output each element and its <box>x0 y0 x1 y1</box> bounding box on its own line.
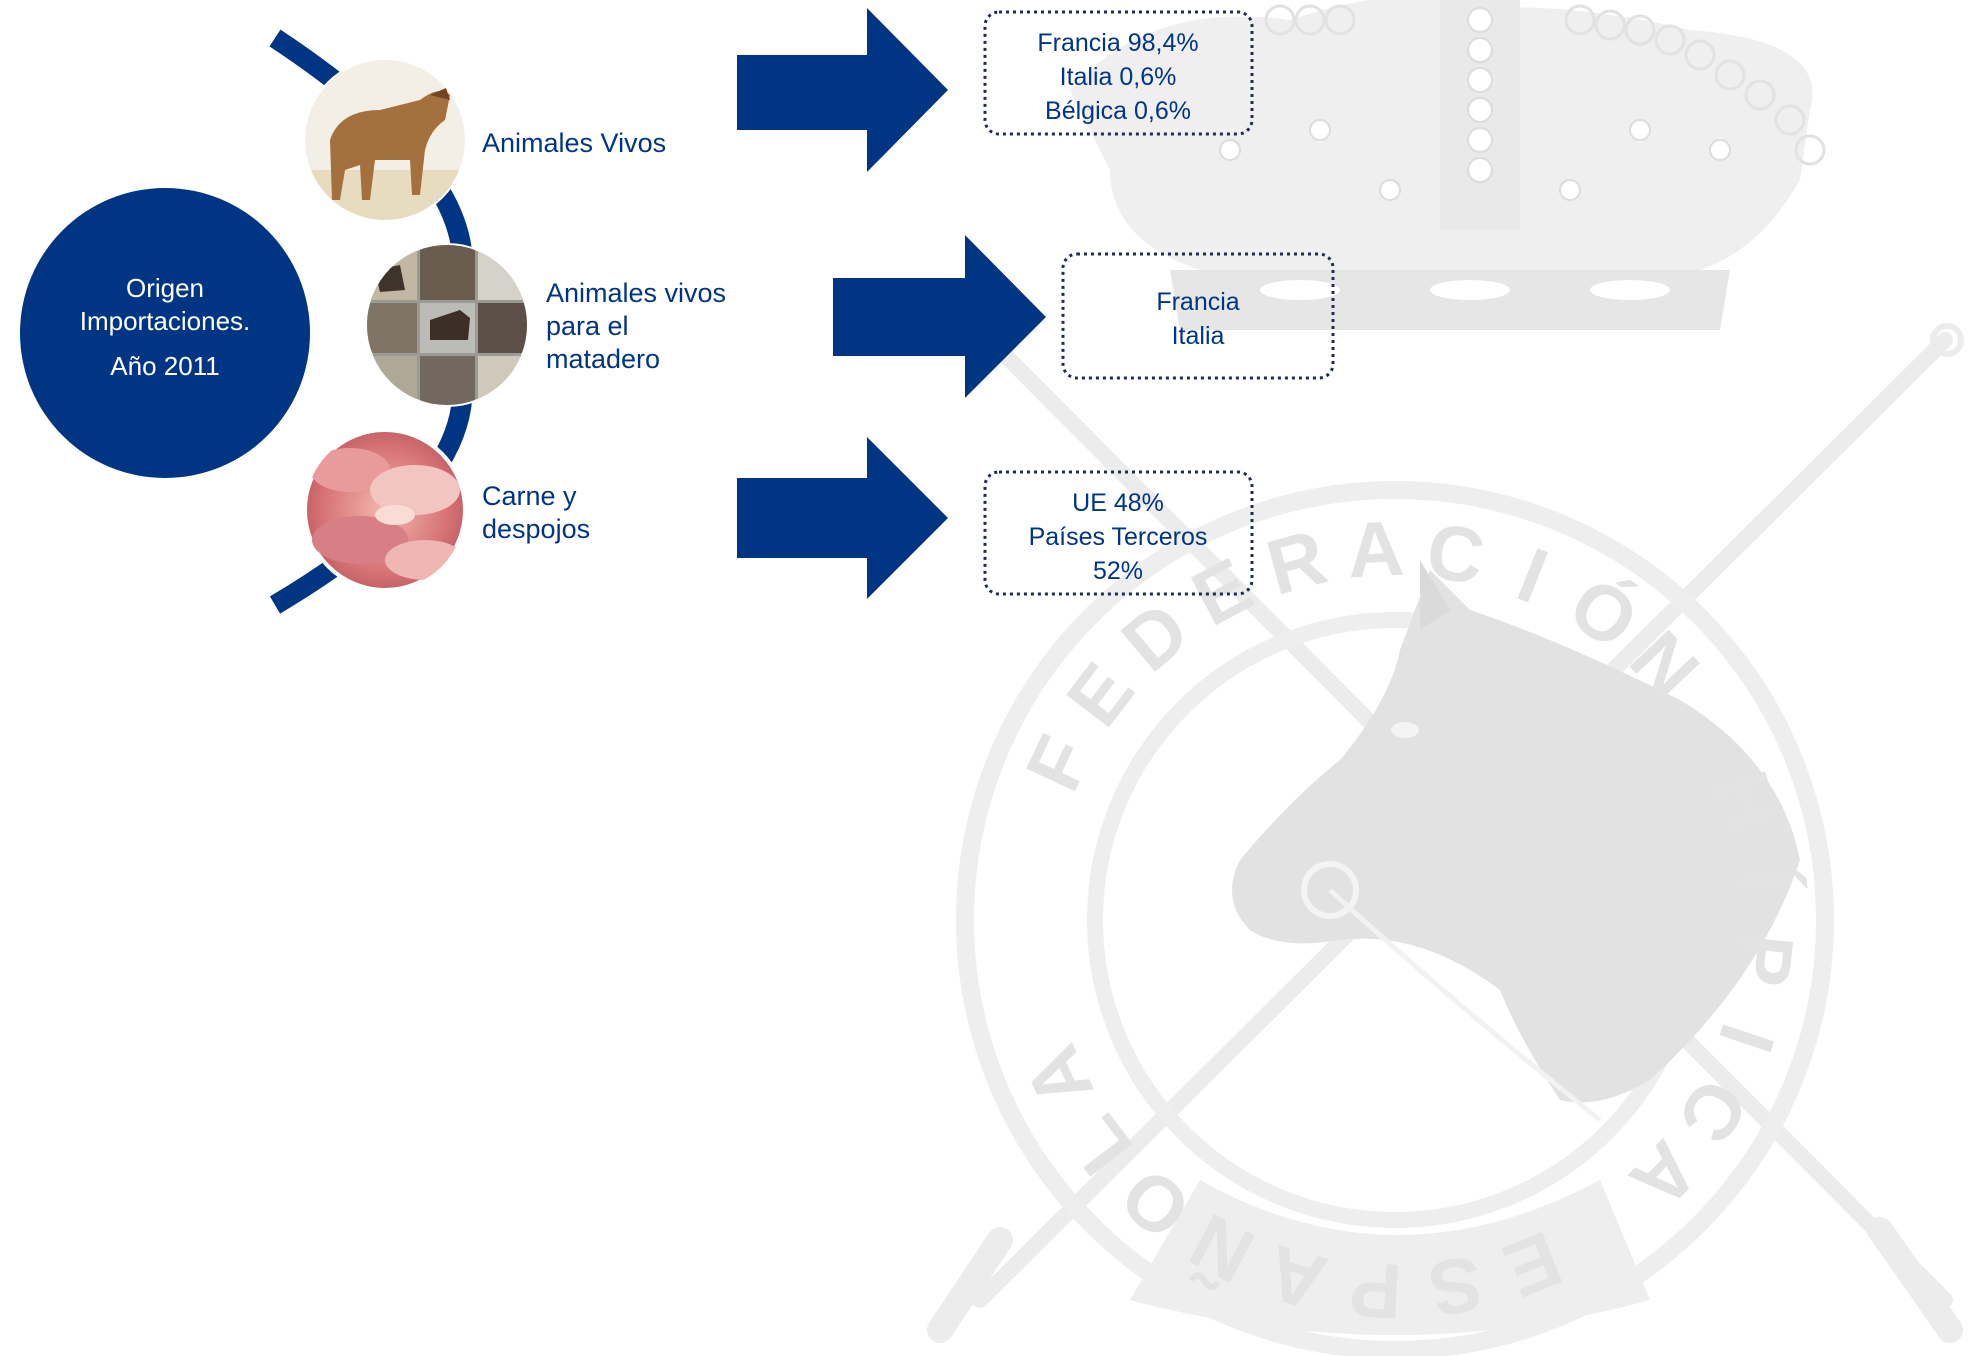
horse-photo-icon <box>305 60 465 220</box>
seal-letter: F <box>1008 723 1108 803</box>
category-label-line: matadero <box>546 344 660 374</box>
center-year: Año 2011 <box>110 351 219 381</box>
category-label-line: para el <box>546 311 629 341</box>
category-meat: Carne y despojos <box>303 428 590 592</box>
destination-text: Francia 98,4% <box>1037 29 1198 57</box>
category-live-animals: Animales Vivos <box>303 58 666 222</box>
destination-text: UE 48% <box>1072 489 1164 517</box>
destination-text: Italia 0,6% <box>1060 63 1177 91</box>
destination-box-slaughter-animals: Francia Italia <box>1061 252 1335 380</box>
arrow-right-icon <box>737 437 948 599</box>
seal-letter: P <box>1347 1246 1404 1337</box>
category-label-line: despojos <box>482 514 590 544</box>
destination-text: Bélgica 0,6% <box>1045 97 1191 125</box>
seal-letter: I <box>1702 1014 1792 1063</box>
category-label-line: Animales Vivos <box>482 128 666 158</box>
arrow-right-icon <box>833 235 1046 398</box>
category-label-line: Carne y <box>482 481 577 511</box>
seal-letter: E <box>1049 647 1151 742</box>
seal-letter: I <box>1506 530 1559 620</box>
center-title-line2: Importaciones. <box>80 306 251 336</box>
crown-icon <box>1070 0 1826 330</box>
seal-letter: A <box>1007 1033 1111 1121</box>
seal-letter: C <box>1661 1064 1765 1158</box>
category-slaughter-animals: Animales vivos para el matadero <box>365 243 726 407</box>
meat-photo-icon <box>310 448 465 580</box>
destination-box-live-animals: Francia 98,4% Italia 0,6% Bélgica 0,6% <box>983 10 1254 136</box>
center-circle <box>20 188 310 478</box>
seal-letter: P <box>1718 929 1811 990</box>
destination-text: Francia <box>1156 288 1239 316</box>
destination-text: 52% <box>1093 557 1143 585</box>
seal-ring-icon <box>956 481 1834 1356</box>
destination-box-meat: UE 48% Países Terceros 52% <box>983 470 1254 596</box>
horse-head-icon <box>1232 560 1800 1122</box>
center-node: Origen Importaciones. Año 2011 <box>20 188 310 478</box>
destination-text: Italia <box>1172 322 1225 350</box>
destination-text: Países Terceros <box>1029 523 1208 551</box>
center-title-line1: Origen <box>126 273 204 303</box>
category-label-line: Animales vivos <box>546 278 726 308</box>
seal-letter: C <box>1421 506 1491 602</box>
arrow-right-icon <box>737 8 948 172</box>
seal-letter: A <box>1345 504 1406 595</box>
seal-letter: R <box>1258 512 1336 612</box>
